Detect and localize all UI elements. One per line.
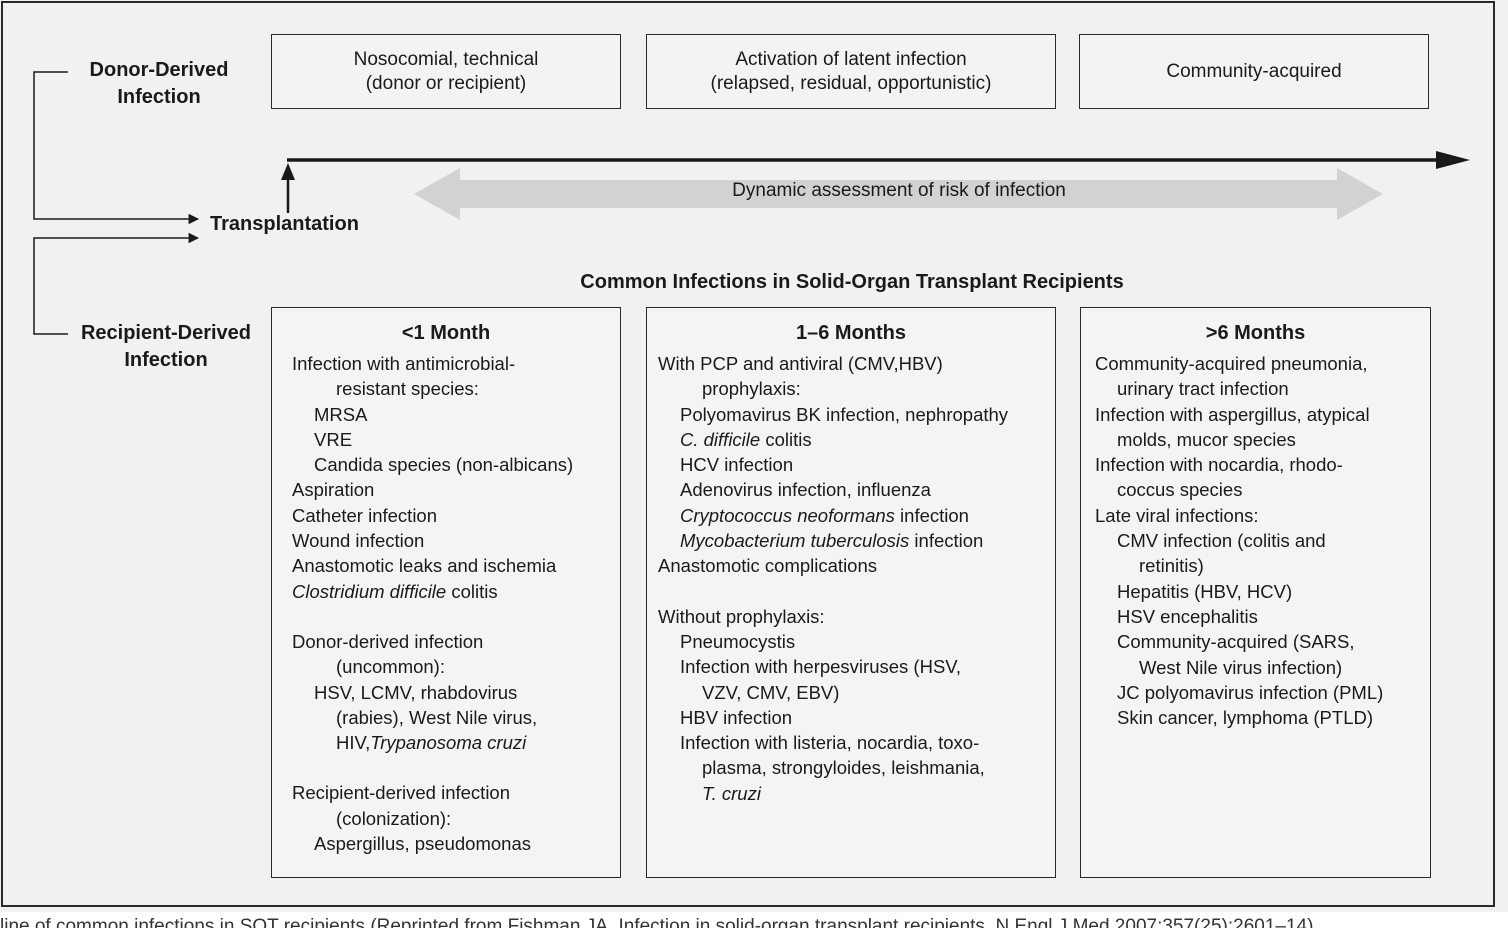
- column-body: With PCP and antiviral (CMV,HBV) prophyl…: [658, 351, 1049, 806]
- list-item: Donor-derived infection: [292, 630, 484, 652]
- common-infections-title: Common Infections in Solid-Organ Transpl…: [580, 271, 1124, 293]
- list-item: Adenovirus infection, influenza: [680, 479, 931, 501]
- list-item: Cryptococcus neoformans infection: [658, 503, 1049, 528]
- list-item: resistant species:: [336, 378, 479, 400]
- list-item: Infection with aspergillus, atypical: [1095, 403, 1370, 425]
- phase-nosocomial-box: Nosocomial, technical (donor or recipien…: [271, 34, 621, 109]
- list-item: molds, mucor species: [1117, 428, 1296, 450]
- spacer: [292, 604, 614, 629]
- list-item: Infection with nocardia, rhodo-: [1095, 454, 1343, 476]
- spacer: [658, 579, 1049, 604]
- italic-organism: Clostridium difficile: [292, 580, 447, 602]
- list-item-suffix: colitis: [760, 428, 812, 450]
- timeline-arrowhead: [1436, 151, 1470, 169]
- transplant-arrowhead: [281, 163, 295, 180]
- list-item: retinitis): [1139, 555, 1204, 577]
- list-item: Community-acquired (SARS,: [1117, 631, 1355, 653]
- risk-double-arrow: [414, 168, 1383, 220]
- list-item: Hepatitis (HBV, HCV): [1117, 580, 1293, 602]
- list-item-suffix: colitis: [446, 580, 498, 602]
- donor-derived-label: Donor-Derived Infection: [76, 57, 242, 111]
- list-item: Infection with listeria, nocardia, toxo-: [680, 732, 980, 754]
- list-item: C. difficile colitis: [658, 427, 1049, 452]
- spacer: [292, 755, 614, 780]
- list-item: HCV infection: [680, 454, 794, 476]
- risk-assessment-label: Dynamic assessment of risk of infection: [732, 180, 1066, 201]
- list-item: HIV,Trypanosoma cruzi: [292, 730, 614, 755]
- italic-organism: Cryptococcus neoformans: [680, 504, 895, 526]
- column-title: 1–6 Months: [795, 322, 907, 344]
- list-item: prophylaxis:: [702, 378, 801, 400]
- italic-organism: C. difficile: [680, 428, 761, 450]
- column-body: Community-acquired pneumonia, urinary tr…: [1095, 351, 1424, 730]
- recipient-connector-line: [33, 232, 200, 335]
- phase-activation-line1: Activation of latent infection: [735, 48, 967, 70]
- list-item: Anastomotic leaks and ischemia: [292, 555, 557, 577]
- list-item-prefix: HIV,: [336, 732, 371, 754]
- list-item: T. cruzi: [702, 782, 761, 804]
- list-item: HSV, LCMV, rhabdovirus: [314, 681, 518, 703]
- list-item-suffix: infection: [909, 530, 984, 552]
- list-item: Pneumocystis: [680, 630, 796, 652]
- list-item: Candida species (non-albicans): [314, 454, 574, 476]
- list-item: Wound infection: [292, 530, 425, 552]
- list-item: Skin cancer, lymphoma (PTLD): [1117, 707, 1374, 729]
- list-item: VZV, CMV, EBV): [702, 681, 840, 703]
- list-item: urinary tract infection: [1117, 378, 1289, 400]
- list-item: Community-acquired pneumonia,: [1095, 353, 1368, 374]
- list-item: Late viral infections:: [1095, 504, 1259, 526]
- list-item: Recipient-derived infection: [292, 782, 511, 804]
- column-less-than-1-month: <1 Month Infection with antimicrobial- r…: [271, 307, 621, 878]
- phase-activation-line2: (relapsed, residual, opportunistic): [710, 72, 992, 94]
- phase-activation-box: Activation of latent infection (relapsed…: [646, 34, 1056, 109]
- phase-nosocomial-line2: (donor or recipient): [365, 72, 527, 94]
- list-item: With PCP and antiviral (CMV,HBV): [658, 353, 943, 374]
- list-item: Mycobacterium tuberculosis infection: [658, 528, 1049, 553]
- list-item: Polyomavirus BK infection, nephropathy: [680, 403, 1009, 425]
- donor-connector-line: [33, 71, 200, 225]
- donor-label-line2: Infection: [117, 86, 201, 108]
- list-item: Without prophylaxis:: [658, 605, 825, 627]
- donor-label-line1: Donor-Derived: [89, 59, 229, 81]
- list-item: Anastomotic complications: [658, 555, 878, 577]
- list-item: coccus species: [1117, 479, 1243, 501]
- column-title: >6 Months: [1205, 322, 1306, 344]
- list-item: Aspiration: [292, 479, 375, 501]
- phase-community-box: Community-acquired: [1079, 34, 1429, 109]
- list-item: (colonization):: [336, 807, 452, 829]
- list-item: Infection with herpesviruses (HSV,: [680, 656, 962, 678]
- list-item: HBV infection: [680, 706, 793, 728]
- phase-community-line1: Community-acquired: [1166, 60, 1342, 82]
- figure-caption: line of common infections in SOT recipie…: [0, 912, 1508, 928]
- italic-organism: Trypanosoma cruzi: [370, 732, 527, 754]
- list-item: West Nile virus infection): [1139, 656, 1343, 678]
- list-item: VRE: [314, 428, 353, 450]
- recipient-label-line2: Infection: [124, 349, 208, 371]
- column-more-than-6-months: >6 Months Community-acquired pneumonia, …: [1080, 307, 1431, 878]
- list-item: Aspergillus, pseudomonas: [314, 833, 531, 855]
- column-1-to-6-months: 1–6 Months With PCP and antiviral (CMV,H…: [646, 307, 1056, 878]
- transplantation-label: Transplantation: [210, 213, 359, 235]
- recipient-derived-label: Recipient-Derived Infection: [72, 320, 260, 374]
- list-item-suffix: infection: [894, 504, 969, 526]
- column-title: <1 Month: [401, 322, 491, 344]
- list-item: HSV encephalitis: [1117, 605, 1258, 627]
- list-item: (uncommon):: [336, 656, 445, 678]
- list-item: Catheter infection: [292, 504, 438, 526]
- list-item: MRSA: [314, 403, 368, 425]
- phase-nosocomial-line1: Nosocomial, technical: [353, 48, 539, 70]
- recipient-label-line1: Recipient-Derived: [80, 322, 252, 344]
- list-item: Infection with antimicrobial-: [292, 353, 516, 374]
- list-item: plasma, strongyloides, leishmania,: [702, 757, 985, 779]
- column-body: Infection with antimicrobial- resistant …: [292, 351, 614, 856]
- list-item: Clostridium difficile colitis: [292, 579, 614, 604]
- list-item: CMV infection (colitis and: [1117, 530, 1326, 552]
- italic-organism: Mycobacterium tuberculosis: [680, 530, 910, 552]
- list-item: (rabies), West Nile virus,: [336, 706, 538, 728]
- list-item: JC polyomavirus infection (PML): [1117, 681, 1384, 703]
